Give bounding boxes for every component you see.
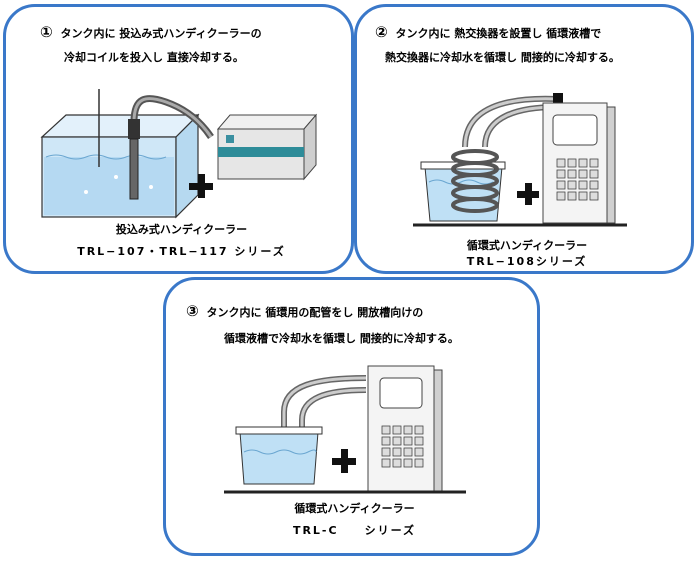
panel3-heading: ③ タンク内に 循環用の配管をし 開放槽向けの [186,302,423,320]
tank-icon [40,113,200,219]
panel1-heading: ① タンク内に 投込み式ハンディクーラーの [40,23,262,41]
panel2-line2: 熱交換器に冷却水を循環し 間接的に冷却する。 [385,51,620,64]
plus-icon [517,183,539,205]
plus-icon [332,449,356,473]
panel1-number: ① [40,23,53,41]
panel2-line1: タンク内に 熱交換器を設置し 循環液槽で [395,27,602,40]
panel2-illustration [413,93,627,227]
panel-immersion-cooler: ① タンク内に 投込み式ハンディクーラーの 冷却コイルを投入し 直接冷却する。 [3,4,354,274]
panel2-heading: ② タンク内に 熱交換器を設置し 循環液槽で [375,23,601,41]
panel-circulation-exchanger: ② タンク内に 熱交換器を設置し 循環液槽で 熱交換器に冷却水を循環し 間接的に… [354,4,694,274]
panel3-illustration [224,365,466,494]
panel1-line2: 冷却コイルを投入し 直接冷却する。 [64,51,244,64]
panel1-illustration [40,89,318,219]
tank-icon [235,426,323,485]
panel1-series: TRL−107・TRL−117 シリーズ [77,245,286,258]
panel3-caption: 循環式ハンディクーラー [294,502,415,515]
plus-icon [189,174,213,198]
cooler-unit-icon [216,113,318,181]
panel1-line1: タンク内に 投込み式ハンディクーラーの [60,27,262,40]
panel2-number: ② [375,23,388,41]
circulator-icon [367,365,443,493]
panel3-line2: 循環液槽で冷却水を循環し 間接的に冷却する。 [224,332,459,345]
panel2-series: TRL−108シリーズ [466,255,588,268]
panel-circulation-piping: ③ タンク内に 循環用の配管をし 開放槽向けの 循環液槽で冷却水を循環し 間接的… [163,277,540,556]
circulator-icon [542,93,616,224]
panel3-line1: タンク内に 循環用の配管をし 開放槽向けの [206,306,424,319]
panel3-series: TRL-C シリーズ [292,524,417,537]
panel2-caption: 循環式ハンディクーラー [466,239,588,252]
panel3-number: ③ [186,302,199,320]
panel1-caption: 投込み式ハンディクーラー [115,223,248,236]
